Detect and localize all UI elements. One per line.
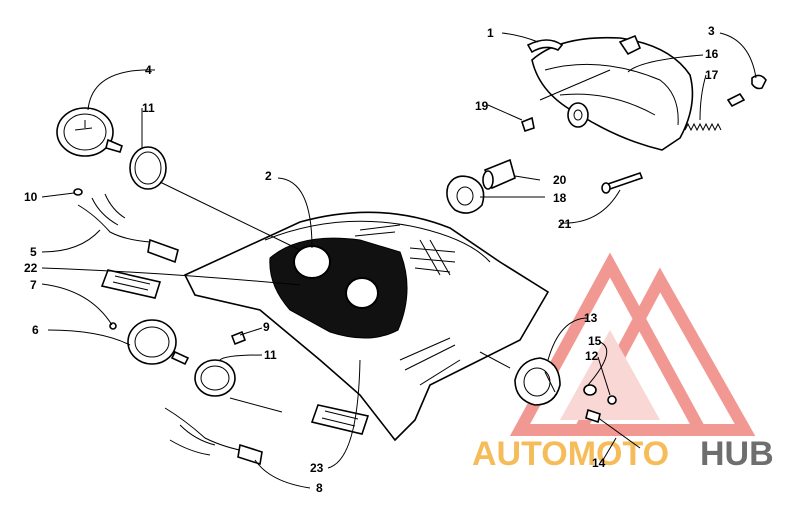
headlight-housing: [526, 34, 694, 151]
bolt-19: [521, 116, 535, 133]
label-22: 22: [24, 261, 38, 275]
decal-23: [310, 404, 370, 435]
label-11-upper: 11: [142, 101, 155, 115]
watermark-text-hub: HUB: [700, 435, 774, 473]
label-18: 18: [553, 191, 567, 205]
label-10: 10: [24, 190, 38, 204]
label-6: 6: [32, 323, 39, 337]
bulb-socket: [482, 158, 516, 190]
tachometer-gauge: [56, 107, 123, 157]
label-4: 4: [145, 63, 152, 77]
pod-light: [514, 357, 561, 406]
pod-wire-14: [585, 408, 641, 449]
decal-22: [100, 269, 162, 299]
adjuster-knob: [751, 74, 767, 90]
label-14: 14: [592, 456, 606, 470]
retaining-ring: [446, 175, 485, 214]
label-23: 23: [310, 461, 324, 475]
label-2: 2: [265, 169, 272, 183]
bolt-21: [601, 171, 644, 194]
speedometer-gauge: [109, 319, 190, 366]
gauge-bezel-lower: [194, 359, 236, 397]
label-17: 17: [705, 68, 719, 82]
bulb-9: [230, 330, 247, 346]
spring: [684, 92, 746, 132]
label-1: 1: [487, 26, 494, 40]
label-13: 13: [584, 311, 598, 325]
label-7: 7: [30, 278, 37, 292]
label-12: 12: [585, 349, 599, 363]
label-11-lower: 11: [264, 348, 277, 362]
label-20: 20: [553, 173, 567, 187]
watermark-logo: [509, 252, 756, 436]
label-16: 16: [705, 47, 719, 61]
leader-lines: [41, 32, 757, 489]
nut-12: [607, 395, 617, 405]
label-9: 9: [263, 320, 270, 334]
dash-panel: [183, 211, 550, 442]
label-5: 5: [30, 245, 37, 259]
label-8: 8: [316, 481, 323, 495]
watermark-text-automoto: AUTOMOTO: [472, 435, 669, 473]
label-19: 19: [475, 99, 489, 113]
gauge-bezel-top: [129, 146, 167, 190]
label-21: 21: [558, 217, 572, 231]
wire-harness-upper: [73, 188, 179, 264]
label-3: 3: [708, 24, 715, 38]
label-15: 15: [588, 334, 602, 348]
wire-harness-lower: [164, 407, 263, 466]
washer-15: [583, 384, 597, 396]
